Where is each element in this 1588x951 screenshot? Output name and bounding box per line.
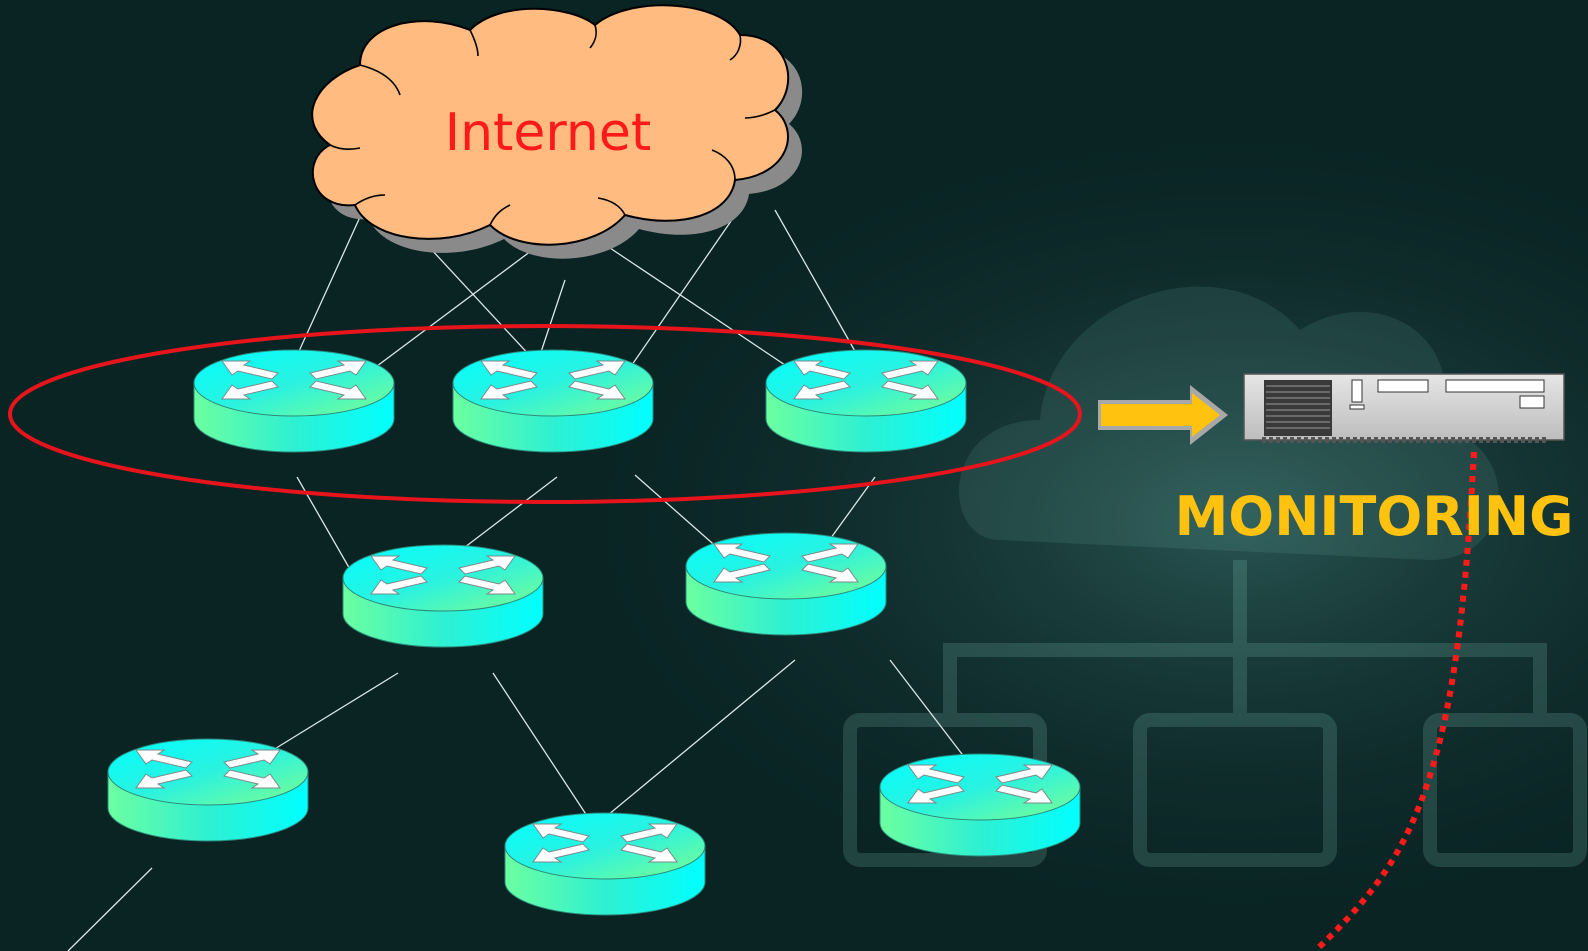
router-icon: [504, 812, 706, 916]
server-icon: [1243, 373, 1565, 443]
monitoring-label: MONITORING: [1175, 485, 1574, 548]
router-icon: [765, 349, 967, 453]
router-icon: [107, 738, 309, 842]
router-icon: [452, 349, 654, 453]
router-icon: [879, 753, 1081, 857]
arrow-right-icon: [1098, 385, 1228, 445]
router-icon: [685, 532, 887, 636]
background-decoration: [843, 286, 1587, 867]
internet-cloud-icon: Internet: [311, 4, 803, 259]
highlight-ellipse: [8, 324, 1082, 504]
cloud-label: Internet: [445, 103, 651, 163]
monitoring-link: [1312, 451, 1477, 951]
router-icon: [193, 349, 395, 453]
router-icon: [342, 544, 544, 648]
